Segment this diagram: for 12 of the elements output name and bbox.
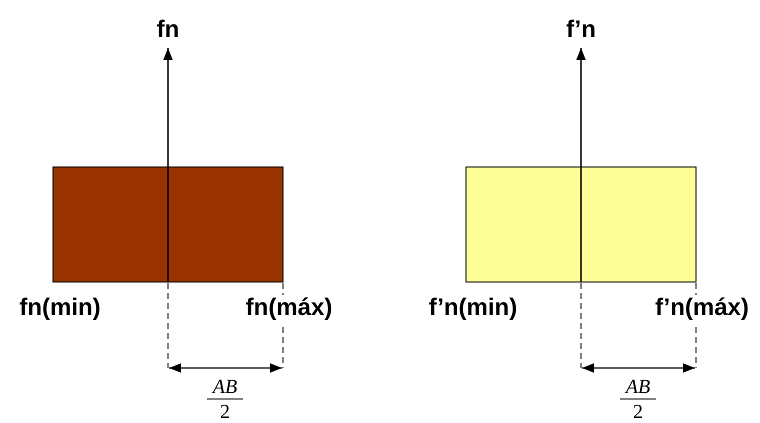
maximum-label: f’n(máx)	[655, 296, 749, 320]
fraction-denominator: 2	[633, 402, 643, 422]
minimum-label: f’n(min)	[428, 296, 518, 320]
rectangle-band	[52, 166, 284, 282]
rectangle-band	[466, 166, 696, 282]
fraction-numerator: AB	[626, 377, 650, 397]
fraction-denominator: 2	[220, 402, 230, 422]
axis-label: fn	[156, 18, 180, 42]
axis-label: f’n	[566, 18, 596, 42]
fraction-numerator: AB	[212, 377, 238, 397]
minimum-label: fn(min)	[19, 296, 101, 320]
maximum-label: fn(máx)	[246, 296, 332, 320]
